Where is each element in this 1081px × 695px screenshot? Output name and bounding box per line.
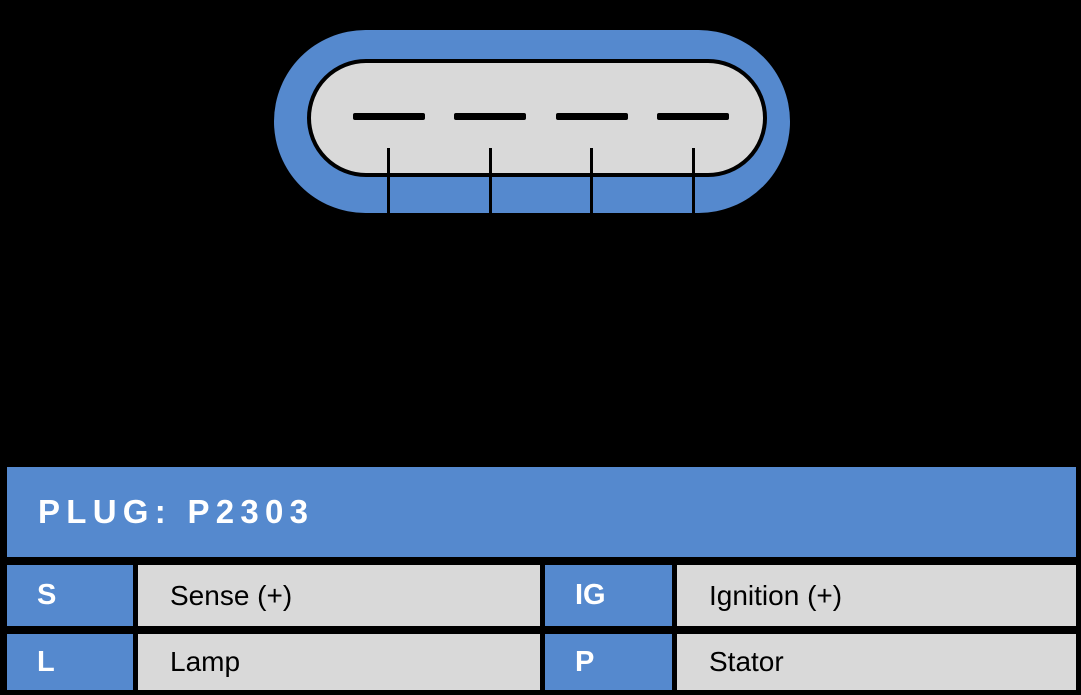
pin-terminal-2	[454, 113, 526, 120]
pin-desc-cell-lamp: Lamp	[138, 634, 540, 690]
pin-terminal-1	[353, 113, 425, 120]
pin-leader-line-4	[692, 148, 695, 213]
pin-code-cell-s: S	[7, 565, 133, 626]
pin-desc-ignition: Ignition (+)	[709, 579, 843, 611]
pin-desc-stator: Stator	[709, 646, 784, 677]
pin-desc-lamp: Lamp	[170, 646, 241, 677]
pin-code-ig: IG	[575, 579, 606, 611]
pin-code-p: P	[575, 645, 595, 678]
pin-desc-sense: Sense (+)	[170, 579, 293, 611]
pin-desc-cell-sense: Sense (+)	[138, 565, 540, 626]
pin-desc-cell-ignition: Ignition (+)	[677, 565, 1076, 626]
pin-code-cell-ig: IG	[545, 565, 672, 626]
pin-leader-line-3	[590, 148, 593, 213]
pin-code-cell-l: L	[7, 634, 133, 690]
pin-leader-line-1	[387, 148, 390, 213]
pin-code-cell-p: P	[545, 634, 672, 690]
pin-terminal-4	[657, 113, 729, 120]
pin-terminal-3	[556, 113, 628, 120]
pin-code-l: L	[37, 645, 55, 678]
pin-desc-cell-stator: Stator	[677, 634, 1076, 690]
pin-code-s: S	[37, 579, 57, 611]
plug-title-header: PLUG: P2303	[7, 467, 1076, 557]
plug-title-text: PLUG: P2303	[38, 493, 315, 530]
pin-leader-line-2	[489, 148, 492, 213]
